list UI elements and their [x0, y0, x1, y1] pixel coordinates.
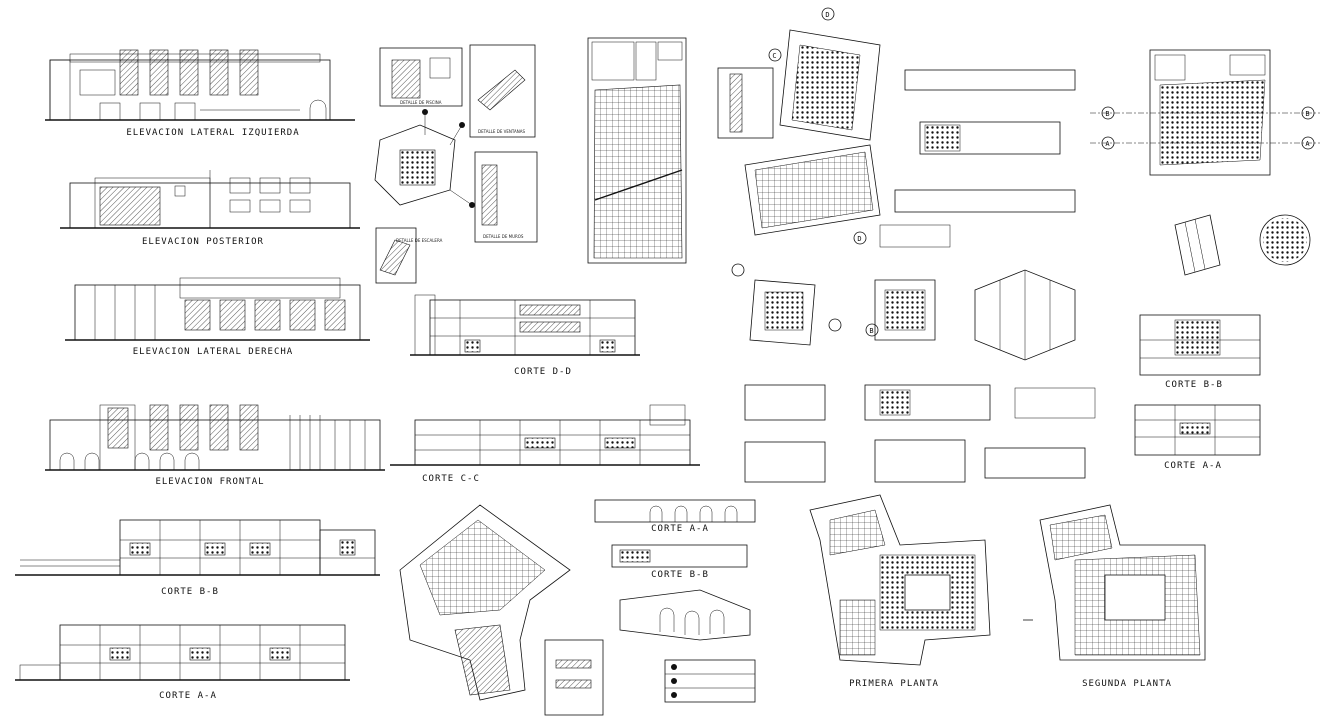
section-bb-left: CORTE B-B — [15, 519, 380, 597]
view-title: CORTE B-B — [651, 570, 709, 580]
axis-label: A — [1305, 140, 1310, 148]
section-dd: CORTE D-D — [410, 294, 640, 377]
facade-detail — [1174, 214, 1311, 276]
second-floor-plan: SEGUNDA PLANTA — [1039, 504, 1206, 689]
view-title: CORTE B-B — [1165, 380, 1223, 390]
elevation-front: ELEVACION FRONTAL — [45, 404, 385, 487]
first-floor-plan: PRIMERA PLANTA — [809, 494, 991, 689]
rotated-plan-upper: D C — [717, 7, 881, 141]
elevation-right-side: ELEVACION LATERAL DERECHA — [65, 277, 370, 357]
section-cc: CORTE C-C — [390, 404, 700, 484]
view-title: ELEVACION FRONTAL — [155, 477, 264, 487]
elevation-left-side: ELEVACION LATERAL IZQUIERDA — [45, 49, 355, 138]
axis-label: A — [1105, 140, 1110, 148]
view-title: CORTE A-A — [159, 691, 217, 701]
rotated-plan-lower: D — [744, 144, 881, 245]
view-title: SEGUNDA PLANTA — [1082, 679, 1172, 689]
elevation-rear: ELEVACION POSTERIOR — [60, 170, 360, 247]
detail-label: DETALLE DE MUROS — [483, 234, 524, 239]
detail-label: DETALLE DE ESCALERA — [396, 238, 443, 243]
interior-sections — [744, 384, 1096, 483]
view-title: CORTE D-D — [514, 367, 572, 377]
axis-label: D — [825, 11, 830, 19]
axis-label: D — [857, 235, 862, 243]
section-bb-mid: CORTE B-B — [611, 544, 748, 580]
rotated-floor-plan — [399, 504, 604, 716]
view-title: CORTE B-B — [161, 587, 219, 597]
details-cluster: DETALLE DE PISCINA DETALLE DE VENTANAS D… — [374, 44, 538, 284]
axis-label: B — [1105, 110, 1110, 118]
column-details: B — [731, 263, 1076, 361]
view-title: ELEVACION LATERAL IZQUIERDA — [126, 128, 299, 138]
section-bb-right: CORTE B-B — [1139, 314, 1261, 390]
detail-label: DETALLE DE PISCINA — [400, 100, 442, 105]
axis-label: B — [869, 327, 874, 335]
view-title: CORTE A-A — [1164, 461, 1222, 471]
view-title: ELEVACION POSTERIOR — [142, 237, 264, 247]
axis-label: B — [1305, 110, 1310, 118]
view-title: ELEVACION LATERAL DERECHA — [133, 347, 293, 357]
section-strips — [879, 69, 1076, 248]
detail-label: DETALLE DE VENTANAS — [478, 129, 525, 134]
section-aa-left: CORTE A-A — [15, 624, 350, 701]
view-title: PRIMERA PLANTA — [849, 679, 939, 689]
location-map — [587, 37, 687, 264]
view-title: CORTE C-C — [422, 474, 480, 484]
view-title: CORTE A-A — [651, 524, 709, 534]
isometric-arcade — [619, 589, 756, 703]
axis-label: C — [772, 52, 777, 60]
site-plan: B A B A — [1090, 49, 1320, 176]
section-aa-mid: CORTE A-A — [594, 499, 756, 534]
section-aa-right: CORTE A-A — [1134, 404, 1261, 471]
